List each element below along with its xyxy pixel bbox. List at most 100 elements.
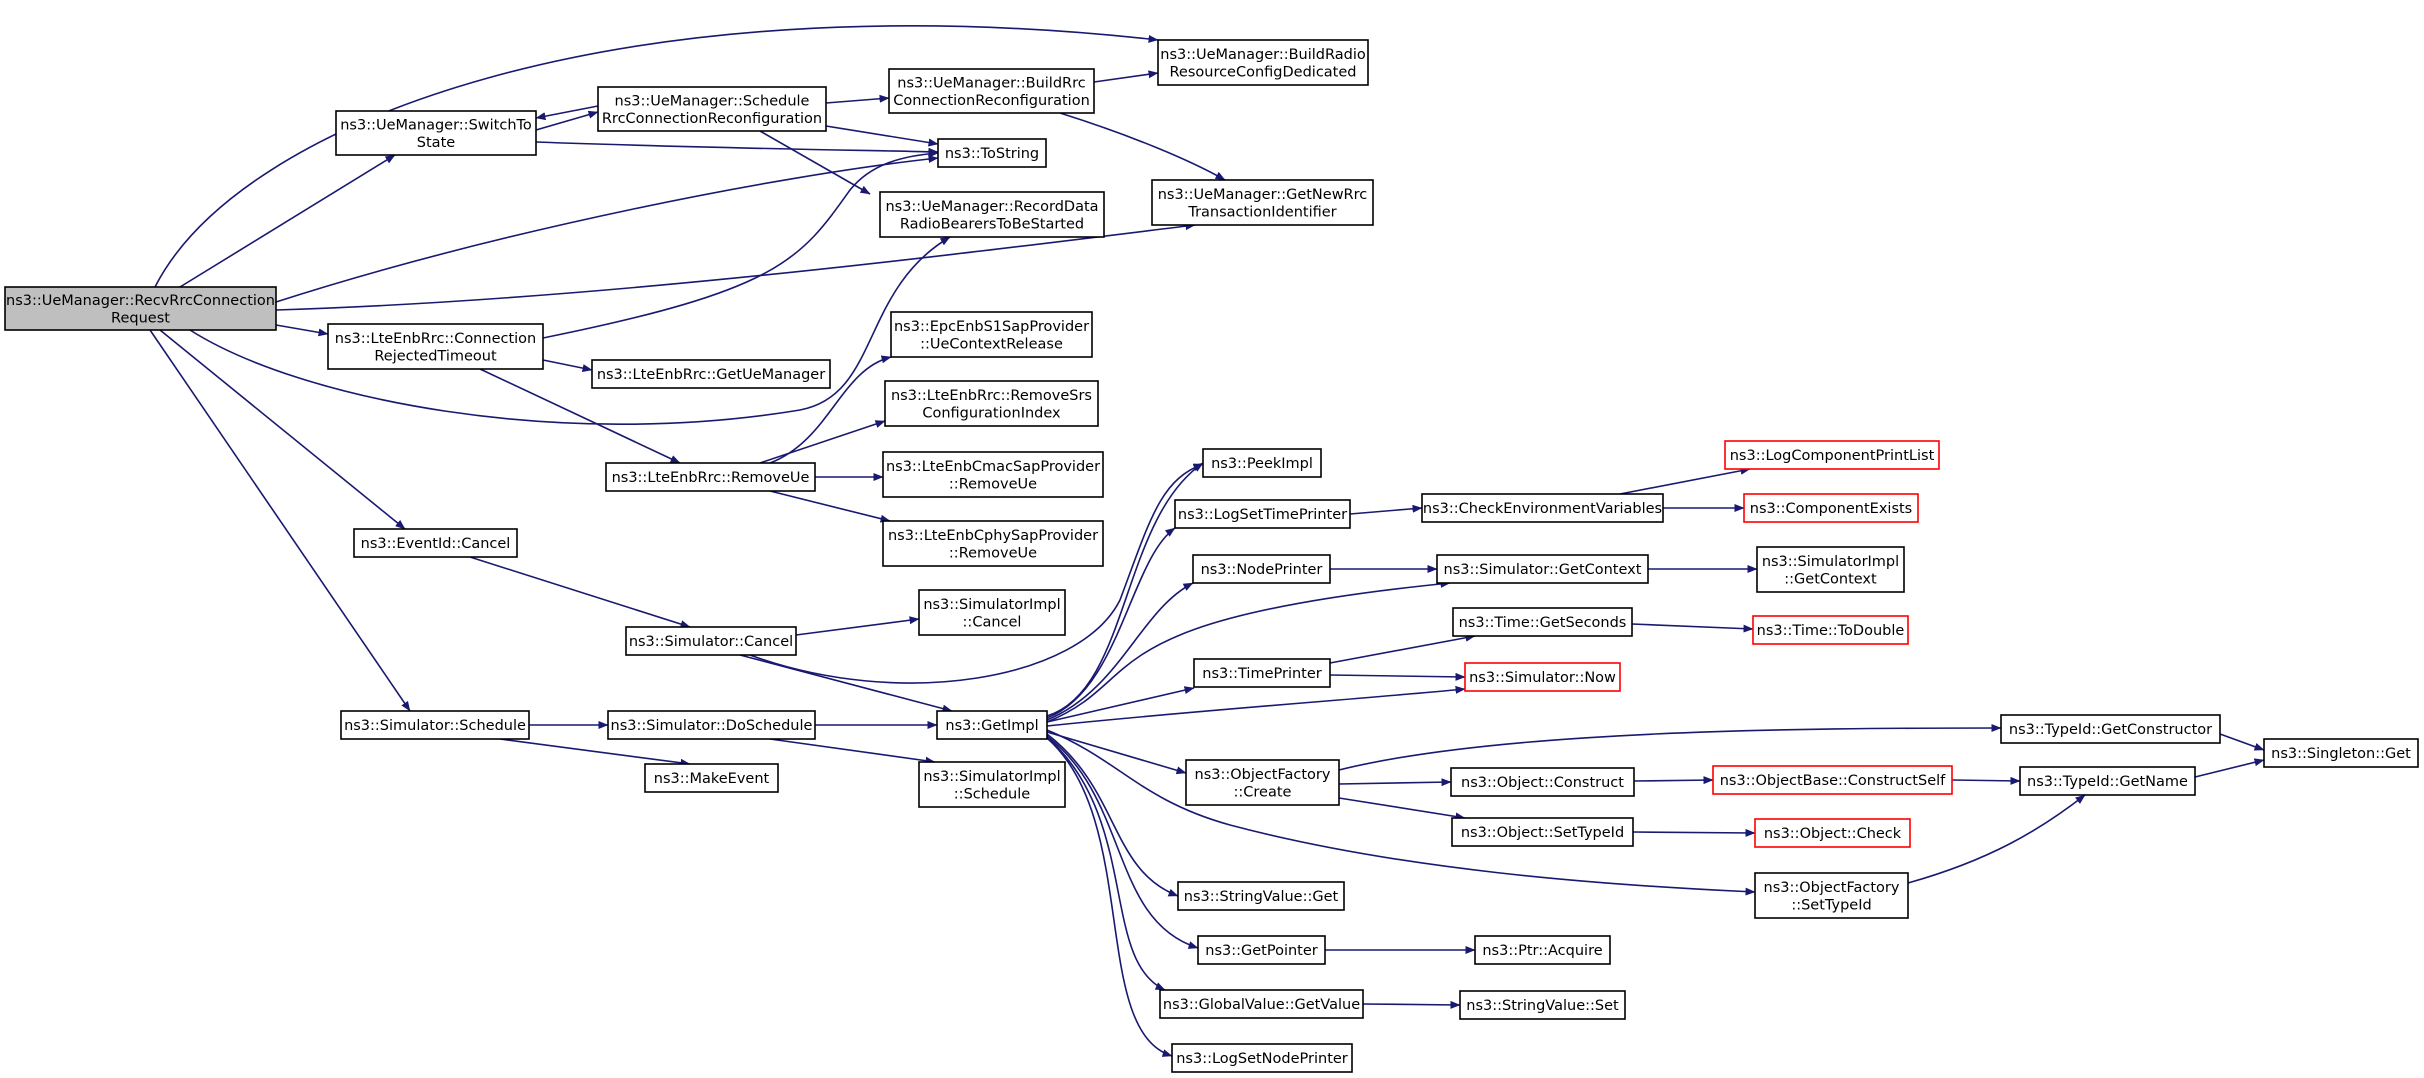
edge-line bbox=[1951, 776, 2021, 785]
node-getctor[interactable]: ns3::TypeId::GetConstructor bbox=[2000, 714, 2221, 744]
node-simgetctx[interactable]: ns3::Simulator::GetContext bbox=[1436, 554, 1649, 584]
node-label-line: ns3::Simulator::GetContext bbox=[1444, 562, 1642, 578]
node-label-line: Request bbox=[111, 310, 170, 326]
node-strget[interactable]: ns3::StringValue::Get bbox=[1177, 881, 1345, 911]
node-evcancel[interactable]: ns3::EventId::Cancel bbox=[353, 528, 518, 558]
edge-line bbox=[542, 149, 939, 339]
node-todouble[interactable]: ns3::Time::ToDouble bbox=[1752, 615, 1909, 645]
node-lognode[interactable]: ns3::LogSetNodePrinter bbox=[1171, 1043, 1353, 1073]
node-logcomp[interactable]: ns3::LogComponentPrintList bbox=[1724, 440, 1940, 470]
node-label-line: ns3::GetPointer bbox=[1205, 943, 1318, 959]
node-box bbox=[1474, 935, 1611, 965]
node-epc[interactable]: ns3::EpcEnbS1SapProvider::UeContextRelea… bbox=[890, 311, 1093, 358]
call-edge-simcancel-to-getimpl bbox=[739, 654, 953, 713]
call-edge-recv-to-evcancel bbox=[159, 329, 406, 530]
node-getuemgr[interactable]: ns3::LteEnbRrc::GetUeManager bbox=[591, 359, 831, 389]
node-label-line: ns3::GlobalValue::GetValue bbox=[1163, 997, 1360, 1013]
node-schedrrc[interactable]: ns3::UeManager::ScheduleRrcConnectionRec… bbox=[597, 86, 827, 132]
call-edge-gvgetvalue-to-strset bbox=[1362, 1000, 1461, 1009]
call-edge-getimpl-to-logsettime bbox=[1046, 527, 1176, 719]
edge-line bbox=[1362, 1000, 1461, 1009]
call-edge-recv-to-tostring bbox=[275, 155, 939, 303]
node-objconstruct[interactable]: ns3::Object::Construct bbox=[1450, 767, 1635, 797]
node-cphy[interactable]: ns3::LteEnbCphySapProvider::RemoveUe bbox=[882, 520, 1104, 567]
node-buildradio[interactable]: ns3::UeManager::BuildRadioResourceConfig… bbox=[1157, 39, 1369, 86]
edge-layer bbox=[149, 25, 2265, 1057]
node-compexists[interactable]: ns3::ComponentExists bbox=[1743, 493, 1919, 523]
node-getimpl[interactable]: ns3::GetImpl bbox=[936, 710, 1048, 740]
node-implgetctx[interactable]: ns3::SimulatorImpl::GetContext bbox=[1756, 546, 1905, 593]
node-box bbox=[353, 528, 518, 558]
node-doschedule[interactable]: ns3::Simulator::DoSchedule bbox=[607, 710, 816, 740]
node-label-line: ::RemoveUe bbox=[949, 476, 1037, 492]
call-edge-ofcreate-to-getctor bbox=[1338, 724, 2002, 771]
node-getnewrrc[interactable]: ns3::UeManager::GetNewRrcTransactionIden… bbox=[1151, 179, 1374, 226]
node-label-line: ns3::ComponentExists bbox=[1750, 501, 1913, 517]
node-label-line: ns3::LogSetTimePrinter bbox=[1178, 507, 1347, 523]
edge-line bbox=[769, 738, 936, 765]
node-typegetname[interactable]: ns3::TypeId::GetName bbox=[2019, 766, 2196, 796]
node-label-line: ConfigurationIndex bbox=[922, 405, 1061, 421]
node-box bbox=[1177, 881, 1345, 911]
node-simcancel[interactable]: ns3::Simulator::Cancel bbox=[625, 626, 797, 656]
node-label-line: ns3::ObjectFactory bbox=[1195, 767, 1331, 783]
node-box bbox=[1754, 818, 1911, 848]
edge-line bbox=[1338, 778, 1452, 787]
node-label-line: ns3::UeManager::BuildRadio bbox=[1160, 47, 1366, 63]
call-edge-getimpl-to-ofsettypeid bbox=[1046, 729, 1756, 896]
node-ofcreate[interactable]: ns3::ObjectFactory::Create bbox=[1185, 759, 1340, 806]
call-edge-getimpl-to-strget bbox=[1046, 733, 1179, 897]
node-cmac[interactable]: ns3::LteEnbCmacSapProvider::RemoveUe bbox=[882, 451, 1104, 498]
node-label-line: ::Schedule bbox=[954, 786, 1030, 802]
node-label-line: ns3::ObjectFactory bbox=[1764, 880, 1900, 896]
node-checkenv[interactable]: ns3::CheckEnvironmentVariables bbox=[1421, 493, 1664, 523]
edge-line bbox=[1338, 724, 2002, 771]
node-buildrrc[interactable]: ns3::UeManager::BuildRrcConnectionReconf… bbox=[888, 68, 1095, 114]
call-edge-evcancel-to-simcancel bbox=[469, 556, 691, 628]
node-rejected[interactable]: ns3::LteEnbRrc::ConnectionRejectedTimeou… bbox=[327, 323, 544, 370]
node-box bbox=[1712, 765, 1953, 795]
node-singleton[interactable]: ns3::Singleton::Get bbox=[2263, 738, 2419, 768]
call-edge-simschedule-to-makeevent bbox=[499, 738, 691, 767]
node-box bbox=[340, 710, 530, 740]
node-removesrs[interactable]: ns3::LteEnbRrc::RemoveSrsConfigurationIn… bbox=[884, 380, 1099, 427]
call-edge-recv-to-switch bbox=[179, 154, 396, 288]
node-label-line: ns3::CheckEnvironmentVariables bbox=[1423, 501, 1662, 517]
node-label-line: ns3::UeManager::RecordData bbox=[885, 199, 1098, 215]
edge-line bbox=[535, 141, 939, 156]
node-tostring[interactable]: ns3::ToString bbox=[937, 138, 1047, 168]
node-getpointer[interactable]: ns3::GetPointer bbox=[1197, 935, 1326, 965]
edge-line bbox=[759, 420, 886, 464]
node-record[interactable]: ns3::UeManager::RecordDataRadioBearersTo… bbox=[879, 191, 1105, 238]
node-box bbox=[605, 462, 816, 492]
node-logsettime[interactable]: ns3::LogSetTimePrinter bbox=[1174, 499, 1351, 529]
node-gvgetvalue[interactable]: ns3::GlobalValue::GetValue bbox=[1159, 989, 1364, 1019]
node-constructself[interactable]: ns3::ObjectBase::ConstructSelf bbox=[1712, 765, 1953, 795]
node-timeprinter[interactable]: ns3::TimePrinter bbox=[1193, 658, 1331, 688]
node-implcancel[interactable]: ns3::SimulatorImpl::Cancel bbox=[918, 589, 1066, 636]
node-implschedule[interactable]: ns3::SimulatorImpl::Schedule bbox=[918, 761, 1066, 808]
edge-line bbox=[1046, 731, 1187, 775]
node-simschedule[interactable]: ns3::Simulator::Schedule bbox=[340, 710, 530, 740]
call-edge-recv-to-getnewrrc bbox=[275, 222, 1196, 311]
node-nodeprinter[interactable]: ns3::NodePrinter bbox=[1192, 554, 1331, 584]
node-label-line: ns3::NodePrinter bbox=[1201, 562, 1323, 578]
node-strset[interactable]: ns3::StringValue::Set bbox=[1459, 990, 1626, 1020]
node-label-line: ns3::LteEnbRrc::Connection bbox=[335, 331, 537, 347]
node-simnow[interactable]: ns3::Simulator::Now bbox=[1464, 662, 1621, 692]
node-getseconds[interactable]: ns3::Time::GetSeconds bbox=[1452, 607, 1633, 637]
node-label-line: ::GetContext bbox=[1784, 571, 1877, 587]
node-peekimpl[interactable]: ns3::PeekImpl bbox=[1202, 448, 1322, 478]
node-settypeid[interactable]: ns3::Object::SetTypeId bbox=[1451, 817, 1634, 847]
node-removeue[interactable]: ns3::LteEnbRrc::RemoveUe bbox=[605, 462, 816, 492]
node-ofsettypeid[interactable]: ns3::ObjectFactory::SetTypeId bbox=[1754, 872, 1909, 919]
node-objcheck[interactable]: ns3::Object::Check bbox=[1754, 818, 1911, 848]
edge-line bbox=[795, 616, 920, 636]
node-label-line: ns3::EpcEnbS1SapProvider bbox=[894, 319, 1089, 335]
node-box bbox=[644, 763, 779, 793]
node-label-line: ns3::SimulatorImpl bbox=[923, 597, 1060, 613]
node-makeevent[interactable]: ns3::MakeEvent bbox=[644, 763, 779, 793]
call-edge-simcancel-to-peekimpl bbox=[749, 463, 1204, 684]
node-acquire[interactable]: ns3::Ptr::Acquire bbox=[1474, 935, 1611, 965]
